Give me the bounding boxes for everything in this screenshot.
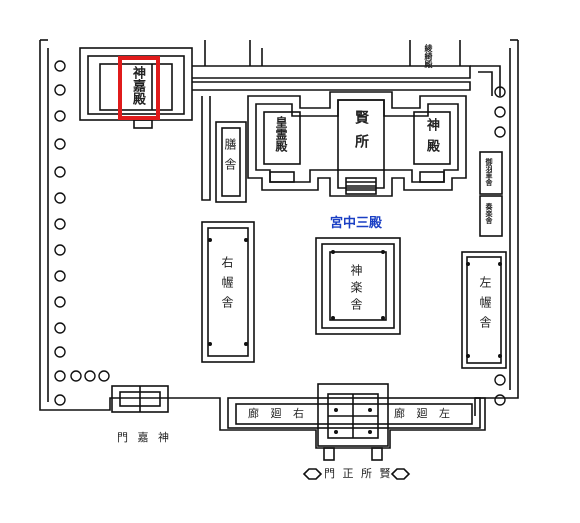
corridor-upper (192, 65, 471, 79)
label-right-corridor: 廊 廻 右 (248, 407, 308, 420)
shinden-hall (413, 111, 451, 165)
sanctuaries-outline (247, 91, 467, 197)
kashiwaya-building (215, 121, 247, 203)
outer-wall (39, 40, 519, 416)
shinkaden-highlight (118, 56, 160, 120)
kensho-seimon-gate (317, 383, 389, 447)
side-building-upper (479, 151, 503, 195)
side-building-lower (479, 195, 503, 237)
label-side-upper: 御羽車舎 (485, 158, 494, 186)
label-left-corridor: 廊 廻 左 (394, 407, 454, 420)
koreiden-hall (263, 111, 301, 165)
label-side-lower: 奏楽舎 (485, 203, 494, 224)
area-caption: 宮中三殿 (330, 216, 383, 231)
label-top-right-small: 綾綺殿 (424, 44, 434, 68)
left-gate-marker (302, 468, 323, 480)
right-aku-building (201, 221, 255, 363)
label-right-aku: 右幄舎 (220, 256, 234, 316)
kashikodokoro-hall (337, 99, 385, 171)
label-gakuya: 神楽舎 (349, 264, 363, 315)
label-kensho-seimon: 門 正 所 賢 (324, 467, 393, 480)
south-corridor (219, 397, 486, 449)
left-aku-building (461, 251, 507, 369)
label-kashiwaya: 膳舎 (223, 138, 237, 178)
label-left-aku: 左幄舎 (478, 276, 492, 336)
label-shinkamon: 門 嘉 神 (117, 431, 172, 444)
label-kashikodokoro: 賢所 (353, 110, 369, 158)
right-gate-marker (390, 468, 411, 480)
gakuya-building (315, 237, 401, 335)
outer-wall-inner (47, 48, 511, 402)
label-shinkaden: 神嘉殿 (130, 66, 145, 105)
label-shinden: 神殿 (424, 118, 439, 160)
label-koreiden: 皇霊殿 (274, 116, 288, 152)
